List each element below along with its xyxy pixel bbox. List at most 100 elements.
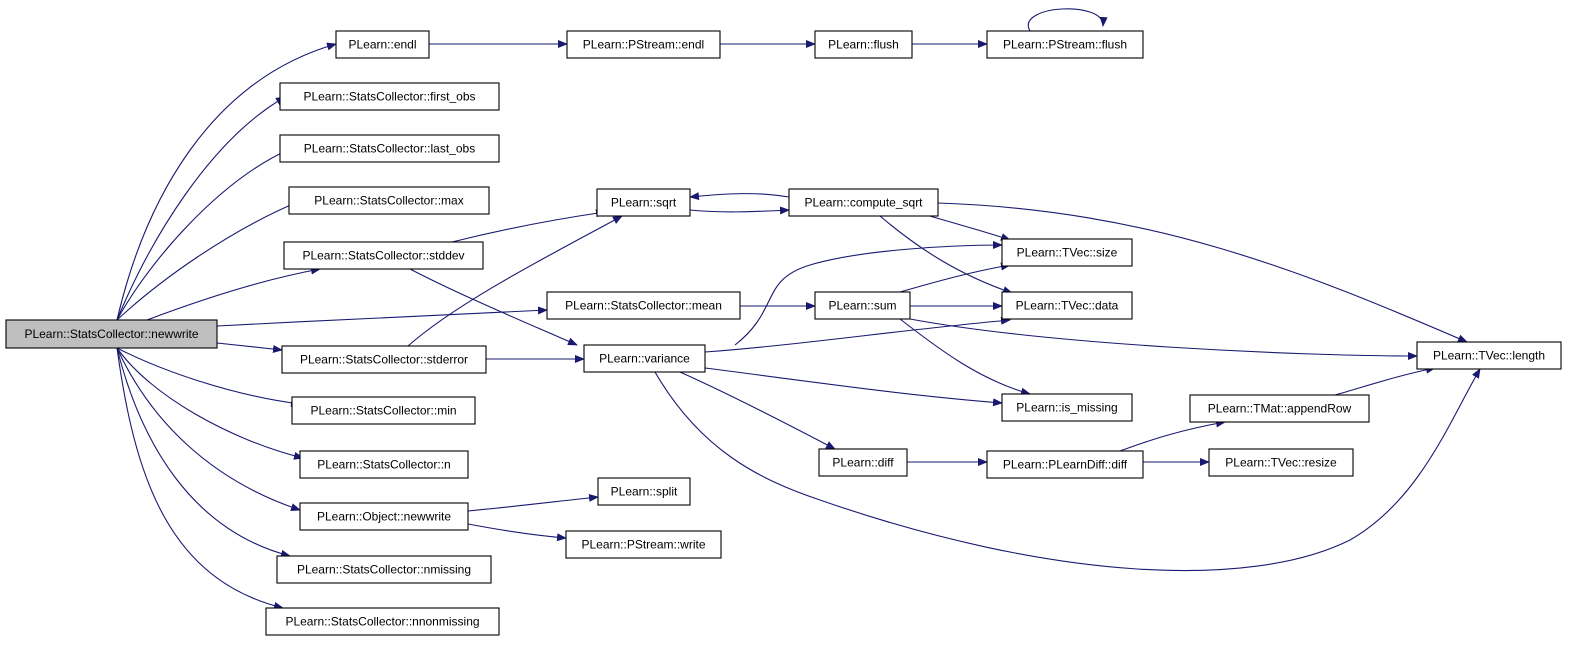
- node-tvec-resize[interactable]: PLearn::TVec::resize: [1208, 448, 1354, 477]
- node-newwrite-sc[interactable]: PLearn::StatsCollector::newwrite: [5, 319, 218, 349]
- node-flush[interactable]: PLearn::flush: [814, 30, 913, 59]
- node-tvec-length[interactable]: PLearn::TVec::length: [1416, 341, 1562, 370]
- node-label: PLearn::TVec::size: [1017, 246, 1118, 260]
- edge-sqrt-to-compute_sqrt: [689, 206, 790, 215]
- node-diff[interactable]: PLearn::diff: [818, 448, 908, 477]
- node-box: [597, 477, 691, 506]
- node-box: [986, 450, 1144, 479]
- node-last-obs[interactable]: PLearn::StatsCollector::last_obs: [279, 134, 500, 163]
- edge-newwrite_sc-to-obj_newwrite: [116, 347, 301, 511]
- node-label: PLearn::split: [611, 485, 678, 499]
- node-split[interactable]: PLearn::split: [597, 477, 691, 506]
- edge-tmat_appendrow-to-tvec_length: [1334, 365, 1436, 396]
- node-tvec-data[interactable]: PLearn::TVec::data: [1001, 291, 1133, 320]
- node-endl[interactable]: PLearn::endl: [335, 30, 430, 59]
- node-tmat-appendrow[interactable]: PLearn::TMat::appendRow: [1189, 394, 1370, 423]
- node-box: [1189, 394, 1370, 423]
- node-pstream-flush[interactable]: PLearn::PStream::flush: [986, 30, 1144, 59]
- node-label: PLearn::compute_sqrt: [804, 196, 923, 210]
- edge-newwrite_sc-to-first_obs: [116, 96, 286, 321]
- edge-sum-to-is_missing: [899, 318, 1031, 396]
- node-stderror[interactable]: PLearn::StatsCollector::stderror: [281, 345, 487, 374]
- node-plearndiff-diff[interactable]: PLearn::PLearnDiff::diff: [986, 450, 1144, 479]
- node-box: [279, 82, 500, 111]
- node-box: [291, 396, 476, 425]
- node-box: [276, 555, 492, 584]
- node-label: PLearn::StatsCollector::nmissing: [297, 563, 471, 577]
- edge-obj_newwrite-to-pstream_write: [467, 523, 567, 542]
- node-sqrt[interactable]: PLearn::sqrt: [596, 188, 691, 217]
- node-box: [299, 502, 469, 531]
- node-obj-newwrite[interactable]: PLearn::Object::newwrite: [299, 502, 469, 531]
- node-box: [814, 30, 913, 59]
- node-label: PLearn::PStream::flush: [1003, 38, 1127, 52]
- node-is-missing[interactable]: PLearn::is_missing: [1001, 393, 1133, 422]
- node-label: PLearn::sum: [828, 299, 896, 313]
- edge-newwrite_sc-to-nmissing: [116, 347, 291, 558]
- nodes: PLearn::StatsCollector::newwritePLearn::…: [5, 30, 1562, 636]
- node-label: PLearn::sqrt: [611, 196, 677, 210]
- node-compute-sqrt[interactable]: PLearn::compute_sqrt: [788, 188, 939, 217]
- edge-variance-to-tvec_size: [734, 241, 1003, 346]
- node-sum[interactable]: PLearn::sum: [814, 291, 911, 320]
- edge-newwrite_sc-to-stderror: [216, 342, 283, 354]
- node-label: PLearn::is_missing: [1016, 401, 1117, 415]
- edge-newwrite_sc-to-mean: [216, 306, 548, 327]
- node-label: PLearn::StatsCollector::stderror: [300, 353, 468, 367]
- node-label: PLearn::StatsCollector::max: [314, 194, 463, 208]
- node-n[interactable]: PLearn::StatsCollector::n: [299, 450, 469, 479]
- node-box: [1416, 341, 1562, 370]
- edge-stddev-to-sqrt: [451, 209, 606, 243]
- edge-variance-to-tvec_data: [704, 316, 1011, 353]
- node-box: [1001, 238, 1133, 267]
- edge-newwrite_sc-to-last_obs: [116, 148, 291, 321]
- edge-pstream_flush-to-pstream_flush: [1027, 8, 1108, 32]
- node-box: [566, 30, 721, 59]
- node-max[interactable]: PLearn::StatsCollector::max: [288, 186, 490, 215]
- node-box: [818, 448, 908, 477]
- node-box: [546, 291, 741, 320]
- node-box: [279, 134, 500, 163]
- node-tvec-size[interactable]: PLearn::TVec::size: [1001, 238, 1133, 267]
- node-stddev[interactable]: PLearn::StatsCollector::stddev: [283, 241, 484, 270]
- edge-variance-to-is_missing: [704, 367, 1003, 407]
- node-label: PLearn::endl: [348, 38, 416, 52]
- node-pstream-endl[interactable]: PLearn::PStream::endl: [566, 30, 721, 59]
- node-box: [565, 530, 722, 559]
- node-box: [1001, 291, 1133, 320]
- node-label: PLearn::StatsCollector::min: [310, 404, 456, 418]
- node-box: [1001, 393, 1133, 422]
- node-box: [596, 188, 691, 217]
- node-mean[interactable]: PLearn::StatsCollector::mean: [546, 291, 741, 320]
- edge-newwrite_sc-to-min: [116, 347, 301, 407]
- node-label: PLearn::variance: [599, 352, 690, 366]
- node-nnonmissing[interactable]: PLearn::StatsCollector::nnonmissing: [265, 607, 500, 636]
- node-first-obs[interactable]: PLearn::StatsCollector::first_obs: [279, 82, 500, 111]
- edge-newwrite_sc-to-endl: [116, 42, 337, 321]
- node-label: PLearn::flush: [828, 38, 899, 52]
- edge-compute_sqrt-to-sqrt: [689, 192, 790, 201]
- node-min[interactable]: PLearn::StatsCollector::min: [291, 396, 476, 425]
- node-pstream-write[interactable]: PLearn::PStream::write: [565, 530, 722, 559]
- node-label: PLearn::PStream::write: [581, 538, 705, 552]
- node-box: [335, 30, 430, 59]
- node-nmissing[interactable]: PLearn::StatsCollector::nmissing: [276, 555, 492, 584]
- node-label: PLearn::diff: [832, 456, 894, 470]
- edge-sum-to-tvec_size: [899, 262, 1011, 293]
- edge-newwrite_sc-to-max: [116, 200, 301, 321]
- node-box: [288, 186, 490, 215]
- node-box: [283, 241, 484, 270]
- node-box: [281, 345, 487, 374]
- node-box: [583, 344, 706, 373]
- node-label: PLearn::TVec::length: [1433, 349, 1545, 363]
- node-label: PLearn::Object::newwrite: [317, 510, 451, 524]
- node-variance[interactable]: PLearn::variance: [583, 344, 706, 373]
- edge-variance-to-diff: [679, 371, 836, 450]
- edge-stddev-to-variance: [409, 268, 578, 346]
- edge-newwrite_sc-to-n: [116, 347, 304, 460]
- node-box: [1208, 448, 1354, 477]
- edge-sum-to-tvec_length: [909, 318, 1418, 360]
- edge-compute_sqrt-to-tvec_data: [879, 215, 1013, 294]
- node-label: PLearn::TVec::data: [1016, 299, 1119, 313]
